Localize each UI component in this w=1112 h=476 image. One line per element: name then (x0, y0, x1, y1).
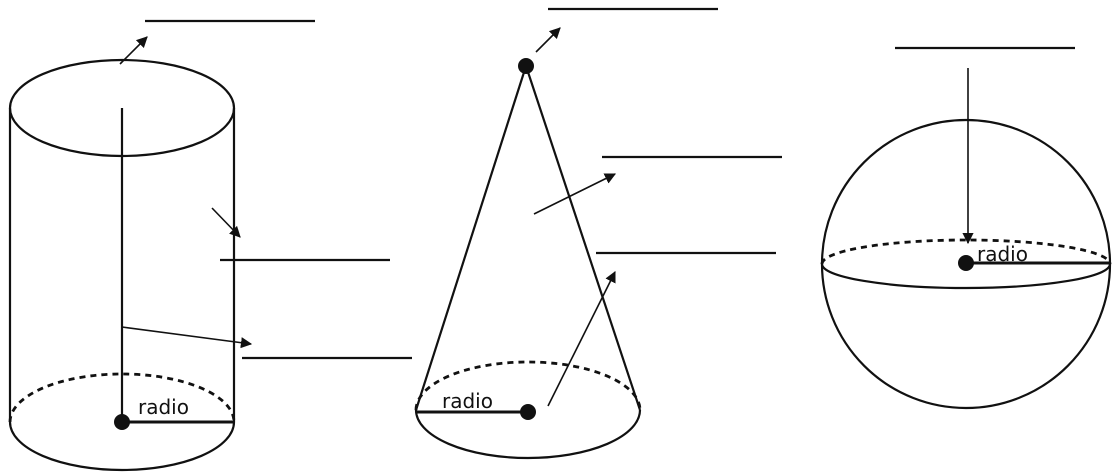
cone-surface-arrow (533, 173, 617, 215)
sphere-radius-label: radio (977, 242, 1028, 266)
cone-center-dot (520, 404, 536, 420)
sphere-equator-back-dashed (820, 238, 1112, 265)
sphere-equator-front (820, 263, 1112, 290)
cone-left-side (414, 65, 528, 411)
cylinder-height-arrow (121, 326, 253, 349)
cone-base-front (414, 409, 642, 460)
sphere-figure: radio (820, 46, 1112, 410)
cone-slant-arrow (547, 270, 616, 407)
cylinder-radius-label: radio (138, 395, 189, 419)
cylinder-top-arrow (119, 36, 148, 65)
sphere-center-dot (958, 255, 974, 271)
cone-radius-label: radio (442, 389, 493, 413)
cylinder-center-dot (114, 414, 130, 430)
cylinder-base-front (8, 421, 236, 472)
cone-figure: radio (414, 7, 782, 460)
cylinder-base-back-dashed (8, 372, 236, 423)
cone-apex-arrow (535, 27, 561, 53)
cone-base-back-dashed (414, 360, 642, 411)
cone-right-side (524, 65, 642, 411)
cone-apex-dot (518, 58, 534, 74)
cylinder-side-arrow (211, 207, 241, 238)
cylinder-figure: radio (8, 19, 412, 472)
